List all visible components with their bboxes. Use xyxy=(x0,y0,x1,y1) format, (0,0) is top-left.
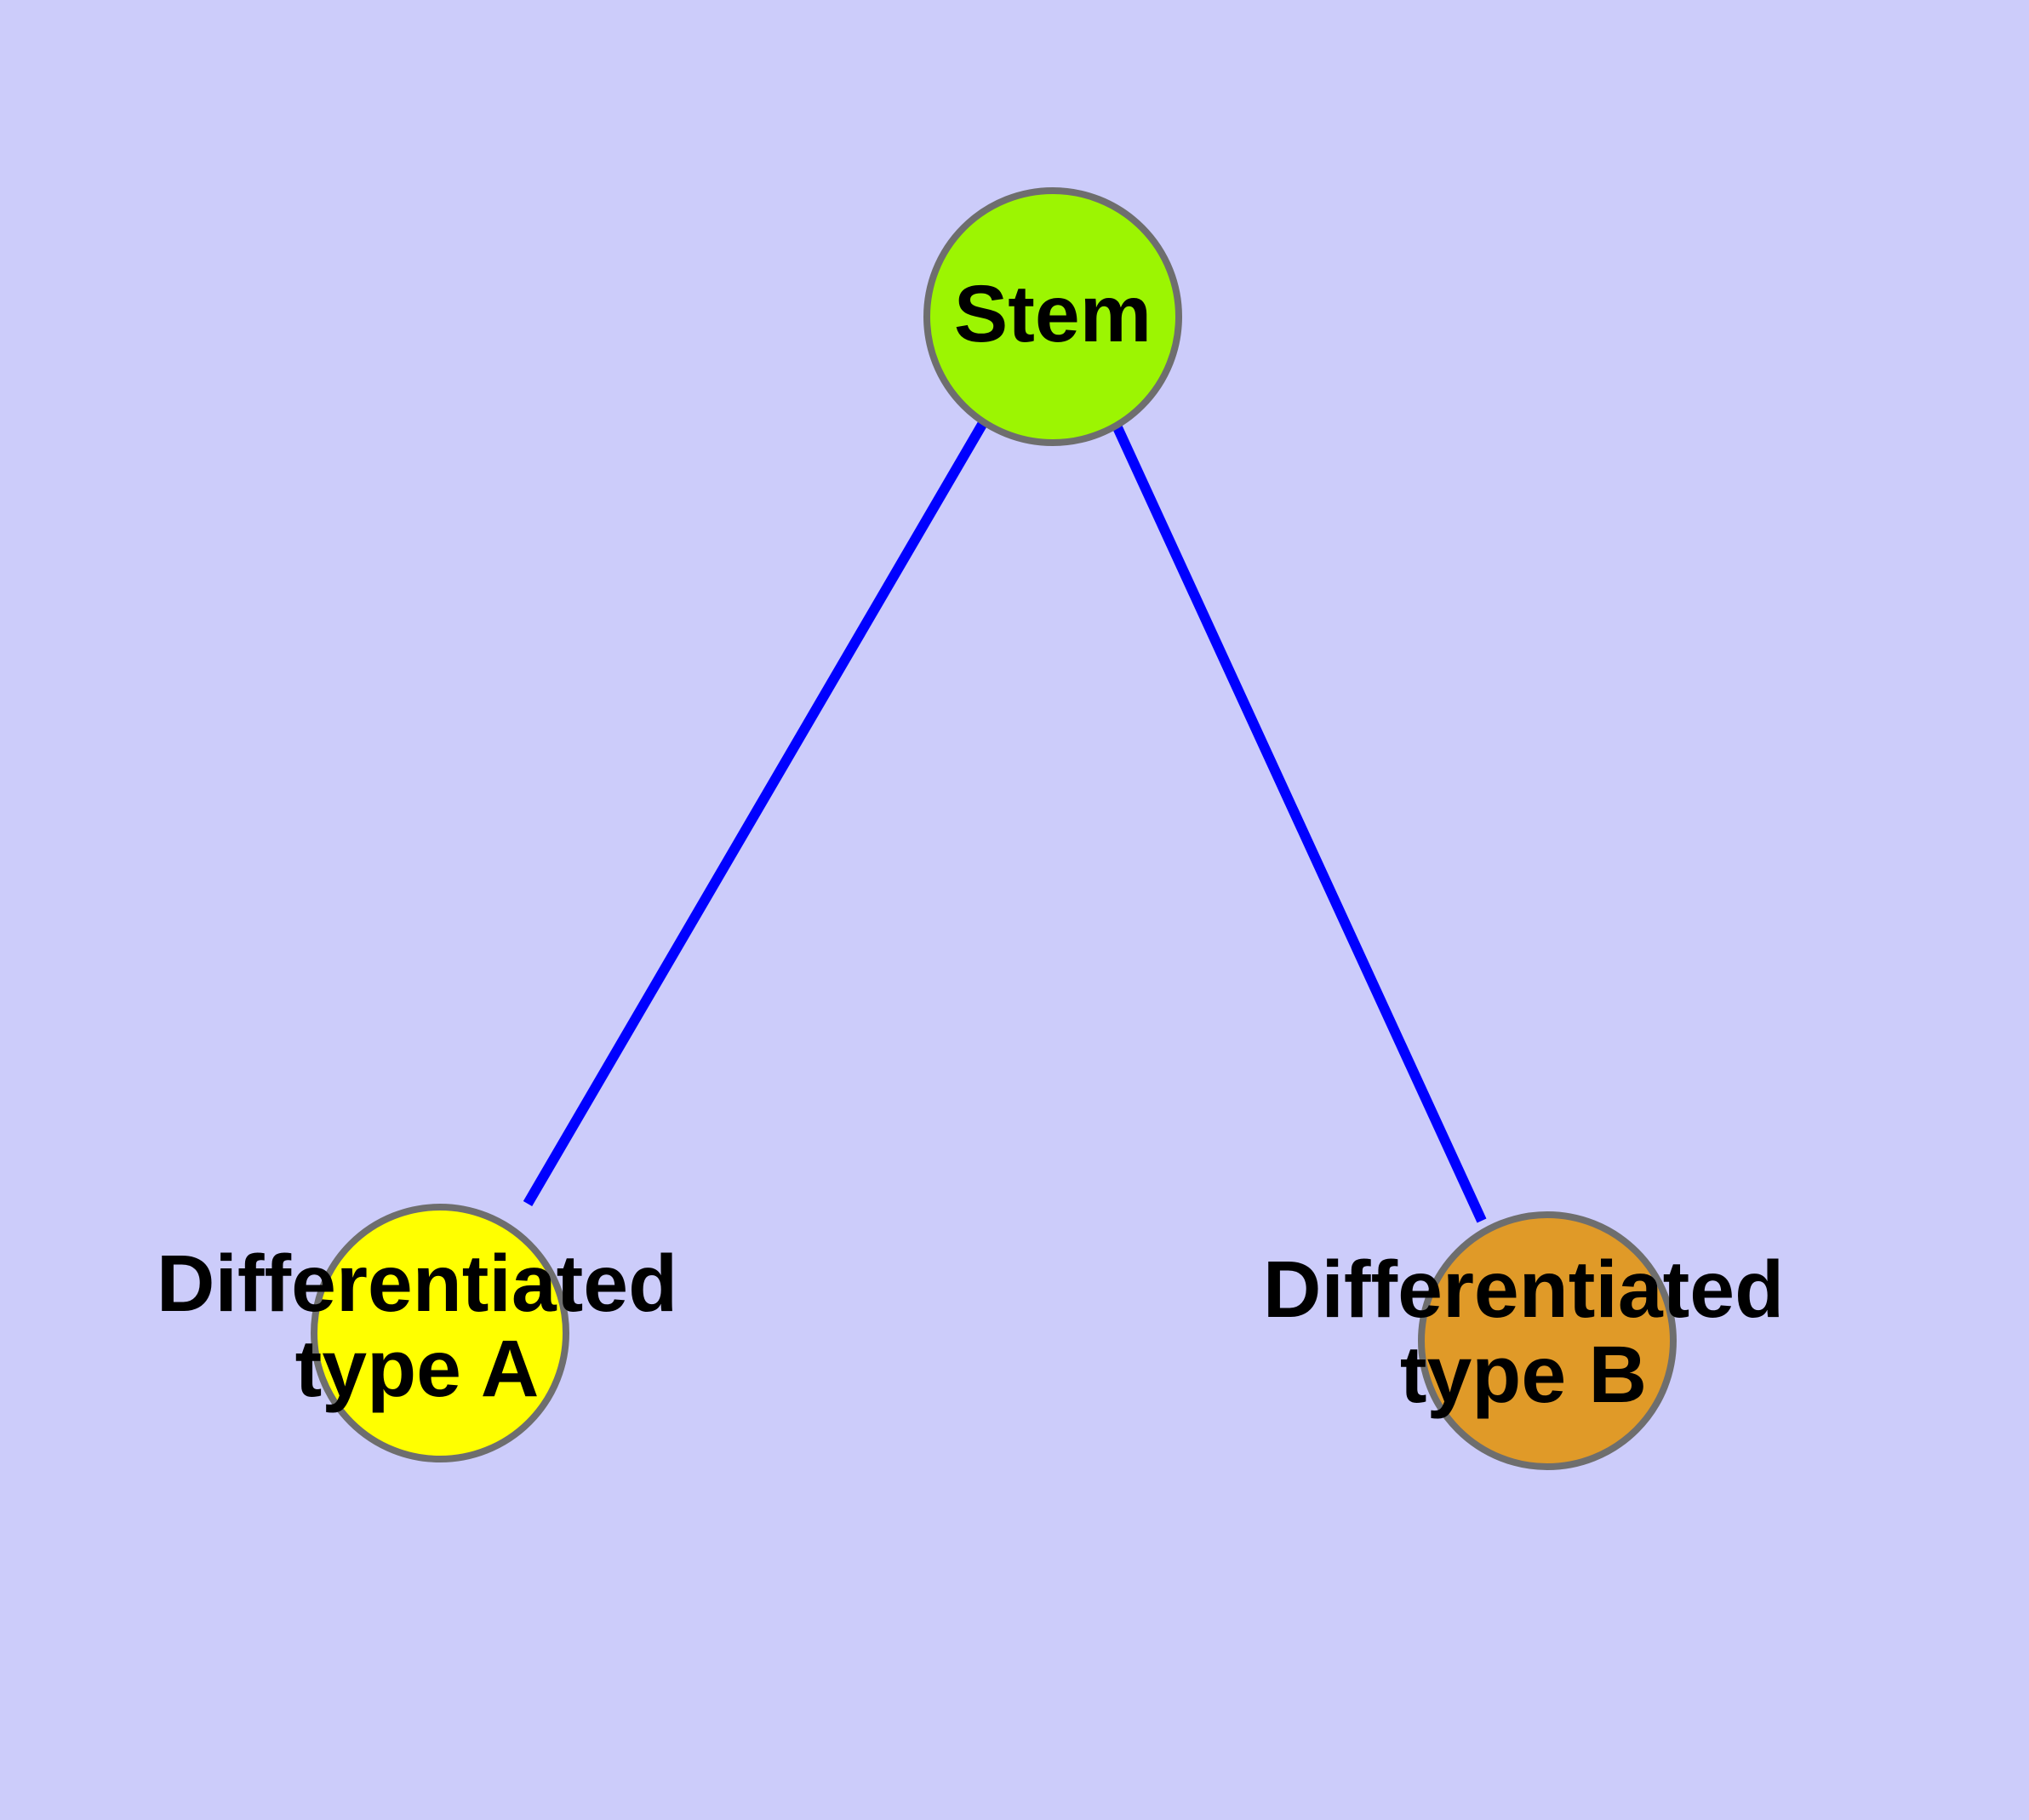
node-label-line: type A xyxy=(295,1324,540,1414)
node-diff-b[interactable] xyxy=(1418,1211,1677,1470)
node-label-line: Differentiated xyxy=(157,1239,677,1329)
node-label-line: type B xyxy=(1400,1330,1647,1420)
edge-stem-to-diff-b[interactable] xyxy=(1112,423,1487,1223)
node-label-stem: Stem xyxy=(954,269,1152,359)
node-stem[interactable] xyxy=(923,187,1182,446)
edge-stem-to-diff-a[interactable] xyxy=(523,420,988,1207)
edges-group xyxy=(523,420,1487,1223)
node-label-line: Differentiated xyxy=(1263,1245,1784,1335)
node-diff-a[interactable] xyxy=(311,1204,569,1462)
nodes-group xyxy=(311,187,1677,1470)
node-label-line: Stem xyxy=(954,269,1152,359)
